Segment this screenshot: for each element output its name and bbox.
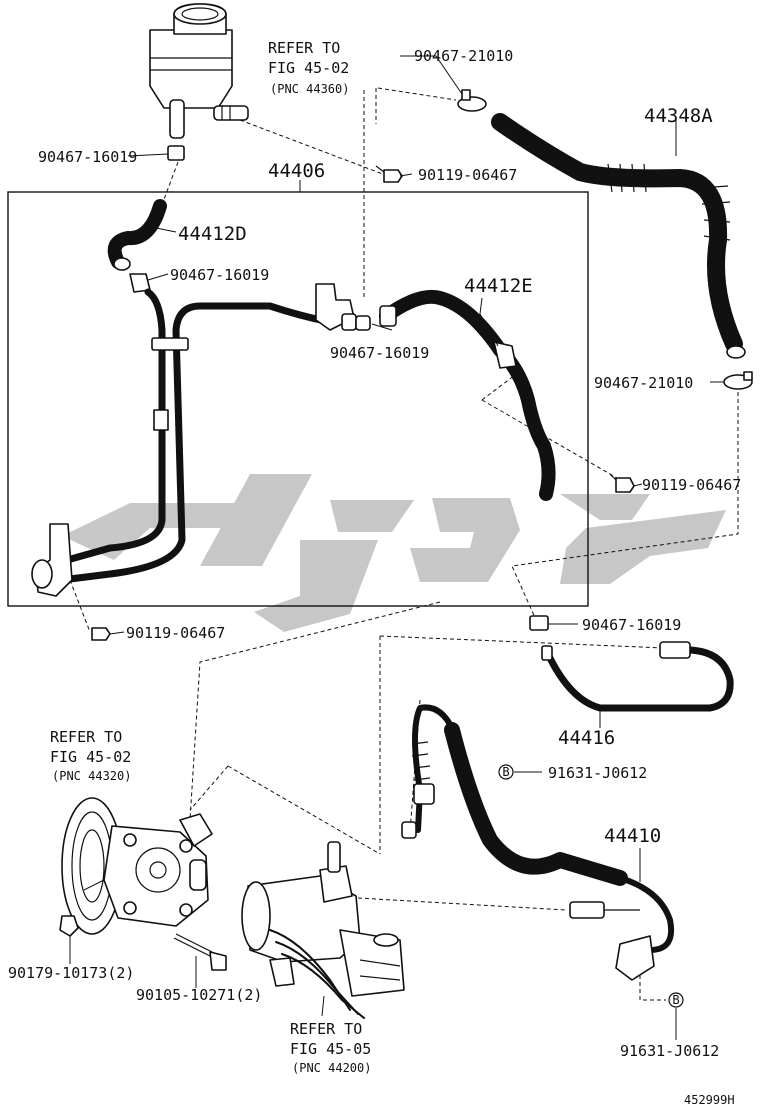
refer-gear-note: REFER TO FIG 45-05 (PNC 44200) bbox=[290, 1020, 371, 1075]
label-90467-16019-d: 90467-16019 bbox=[582, 616, 681, 634]
refer-pump-line3: (PNC 44320) bbox=[52, 769, 131, 783]
long-bolt bbox=[173, 933, 227, 971]
label-90467-21010-right: 90467-21010 bbox=[594, 374, 693, 392]
label-90467-16019-b: 90467-16019 bbox=[170, 266, 269, 284]
refer-pump-line1: REFER TO bbox=[50, 728, 122, 746]
label-90119-06467-a: 90119-06467 bbox=[418, 166, 517, 184]
label-44348A: 44348A bbox=[644, 105, 713, 127]
label-90467-21010-top: 90467-21010 bbox=[414, 47, 513, 65]
label-44412D: 44412D bbox=[178, 223, 247, 245]
refer-gear-line2: FIG 45-05 bbox=[290, 1040, 371, 1058]
hose-44412E bbox=[379, 289, 556, 501]
refer-pump-line2: FIG 45-02 bbox=[50, 748, 131, 766]
steering-gear-housing bbox=[241, 841, 405, 1019]
label-44416: 44416 bbox=[558, 727, 615, 749]
label-44406: 44406 bbox=[268, 160, 325, 182]
assembly-44406-box bbox=[7, 191, 589, 607]
marker-b-upper: B bbox=[498, 764, 514, 780]
label-90119-06467-c: 90119-06467 bbox=[126, 624, 225, 642]
drawing-code: 452999H bbox=[684, 1093, 735, 1107]
refer-reservoir-line1: REFER TO bbox=[268, 39, 340, 57]
label-91631-J0612-b: 91631-J0612 bbox=[620, 1042, 719, 1060]
label-44410: 44410 bbox=[604, 825, 661, 847]
pipe-44416 bbox=[541, 641, 734, 712]
leader-lines bbox=[69, 55, 724, 1040]
bolt-icons bbox=[91, 165, 635, 641]
hose-clamp-right bbox=[723, 371, 753, 390]
label-90467-16019-c: 90467-16019 bbox=[330, 344, 429, 362]
hose-44410 bbox=[401, 704, 674, 981]
refer-gear-line3: (PNC 44200) bbox=[292, 1061, 371, 1075]
label-91631-J0612-a: 91631-J0612 bbox=[548, 764, 647, 782]
power-steering-pump bbox=[59, 797, 213, 937]
refer-reservoir-note: REFER TO FIG 45-02 (PNC 44360) bbox=[268, 39, 349, 96]
reservoir-tank bbox=[149, 3, 249, 139]
label-90467-16019-a: 90467-16019 bbox=[38, 148, 137, 166]
refer-gear-line1: REFER TO bbox=[290, 1020, 362, 1038]
marker-b-lower-text: B bbox=[672, 993, 679, 1007]
hose-clamp-top bbox=[457, 89, 487, 112]
hose-44348A bbox=[491, 113, 746, 359]
refer-reservoir-line2: FIG 45-02 bbox=[268, 59, 349, 77]
label-44412E: 44412E bbox=[464, 275, 533, 297]
hose-clips bbox=[167, 145, 549, 631]
pipe-assembly-44406 bbox=[31, 283, 371, 597]
label-90179-10173: 90179-10173(2) bbox=[8, 964, 134, 982]
refer-reservoir-line3: (PNC 44360) bbox=[270, 82, 349, 96]
marker-b-upper-text: B bbox=[502, 765, 509, 779]
marker-b-lower: B bbox=[668, 992, 684, 1008]
label-90119-06467-b: 90119-06467 bbox=[642, 476, 741, 494]
label-90105-10271: 90105-10271(2) bbox=[136, 986, 262, 1004]
hose-44412D bbox=[107, 199, 167, 293]
refer-pump-note: REFER TO FIG 45-02 (PNC 44320) bbox=[50, 728, 131, 783]
